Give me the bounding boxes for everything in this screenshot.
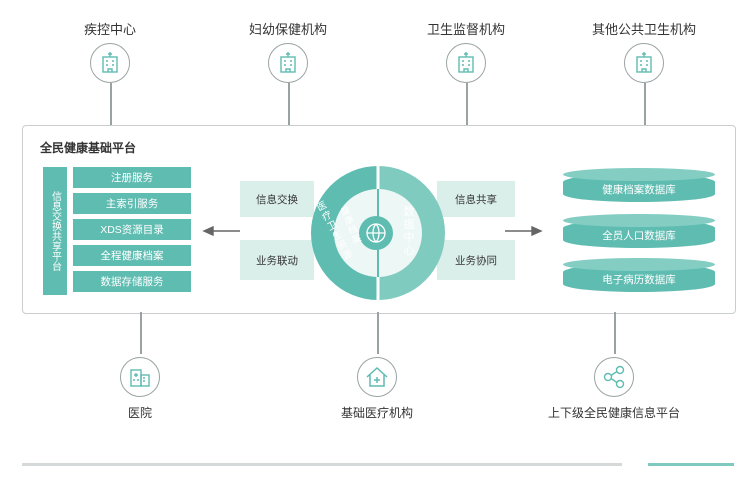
- hub-label-data-center: 数据中心: [403, 206, 415, 257]
- building-icon: [446, 43, 486, 83]
- exchange-platform-column: 信息交换共享平台: [43, 167, 67, 295]
- building-icon: [90, 43, 130, 83]
- database-population: 全员人口数据库: [563, 214, 715, 248]
- connector-line: [466, 83, 468, 125]
- hospital-icon: [120, 357, 160, 397]
- bottom-node-label-primary-care: 基础医疗机构: [340, 406, 413, 420]
- bottom-node-label-hospital: 医院: [127, 406, 152, 420]
- database-label: 健康档案数据库: [602, 184, 676, 196]
- data-hub: [311, 166, 445, 300]
- service-xds-registry: XDS资源目录: [73, 219, 191, 240]
- service-data-storage: 数据存储服务: [73, 271, 191, 292]
- top-node-label-supervision: 卫生监督机构: [426, 22, 505, 37]
- divider: [22, 463, 622, 466]
- connector-line: [644, 83, 646, 125]
- database-emr: 电子病历数据库: [563, 258, 715, 292]
- connector-line: [377, 312, 379, 354]
- bidirectional-arrows: [202, 225, 543, 237]
- top-node-label-maternal: 妇幼保健机构: [248, 22, 327, 37]
- connector-line: [288, 83, 290, 125]
- flow-business-collab: 业务协同: [437, 240, 515, 280]
- database-health-record: 健康档案数据库: [563, 168, 715, 202]
- connector-line: [110, 83, 112, 125]
- building-icon: [624, 43, 664, 83]
- connector-line: [614, 312, 616, 354]
- top-node-label-other: 其他公共卫生机构: [591, 22, 696, 37]
- platform-title: 全民健康基础平台: [40, 141, 137, 155]
- database-label: 全员人口数据库: [602, 230, 676, 242]
- flow-business-linkage: 业务联动: [240, 240, 314, 280]
- building-icon: [268, 43, 308, 83]
- clinic-house-icon: [357, 357, 397, 397]
- flow-info-exchange: 信息交换: [240, 181, 314, 217]
- service-register: 注册服务: [73, 167, 191, 188]
- top-node-label-cdc: 疾控中心: [83, 22, 136, 37]
- service-health-record: 全程健康档案: [73, 245, 191, 266]
- database-label: 电子病历数据库: [602, 274, 676, 286]
- connector-line: [140, 312, 142, 354]
- service-master-index: 主索引服务: [73, 193, 191, 214]
- share-network-icon: [594, 357, 634, 397]
- bottom-node-label-platform: 上下级全民健康信息平台: [547, 406, 680, 420]
- flow-info-sharing: 信息共享: [437, 181, 515, 217]
- divider-accent: [648, 463, 734, 466]
